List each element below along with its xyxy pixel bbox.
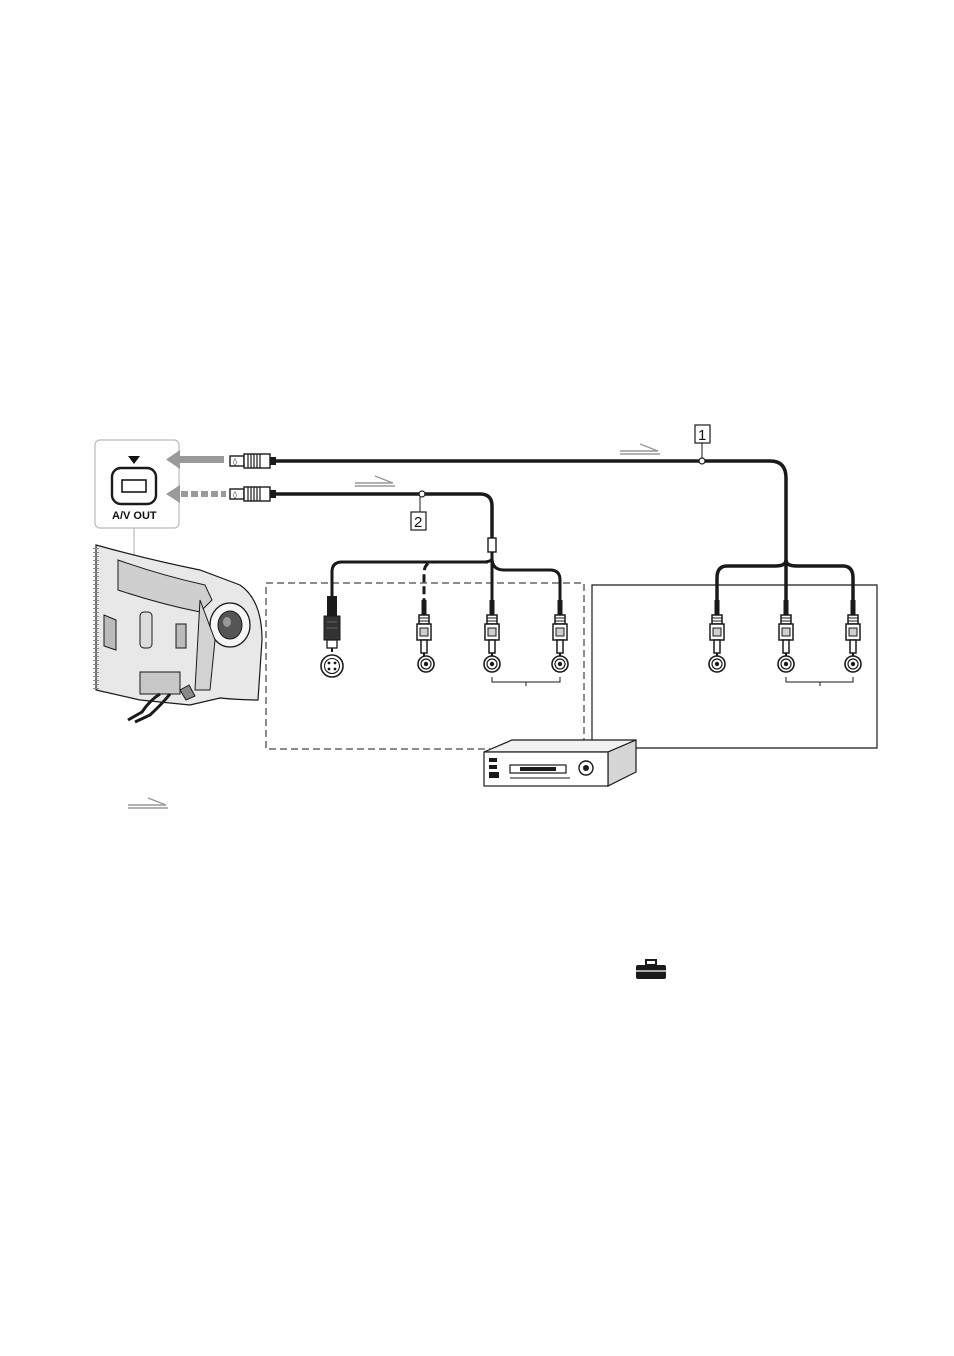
cable-2-branch-svideo (332, 552, 492, 600)
cable-2-number: 2 (414, 514, 422, 531)
rca-jack-icon (418, 656, 434, 672)
cable-1-number: 1 (698, 427, 706, 444)
cable-2-branch-video (424, 562, 488, 600)
rca-jack-icon (484, 656, 500, 672)
cable-2-junction (488, 538, 496, 552)
s-video-plug-icon (324, 596, 340, 652)
cable-1-branch-left (717, 560, 786, 600)
av-input-panel (592, 585, 877, 748)
rca-plug-icon (779, 600, 793, 659)
rca-jack-icon (709, 656, 725, 672)
rca-jack-icon (778, 656, 794, 672)
rca-plug-icon (846, 600, 860, 659)
signal-flow-arrow-icon (355, 476, 395, 486)
mini-plug-cable-2 (230, 487, 276, 501)
rca-plug-icon (485, 600, 499, 659)
mini-plug-cable-1 (230, 454, 276, 468)
cable-1 (276, 461, 786, 560)
cable-2 (276, 494, 492, 540)
av-out-label: A/V OUT (112, 510, 157, 522)
s-video-jack-icon (321, 655, 343, 677)
rca-plug-icon (417, 600, 431, 659)
cable-2-branch-audio-right (492, 558, 560, 600)
toolbox-icon (636, 960, 666, 979)
audio-bracket-right (786, 677, 853, 686)
camcorder-icon (96, 545, 262, 722)
audio-bracket-left (492, 677, 560, 686)
rca-jack-icon (552, 656, 568, 672)
rca-plug-icon (553, 600, 567, 659)
signal-flow-arrow-icon (128, 798, 168, 808)
signal-flow-arrow-icon (620, 444, 660, 454)
rca-jack-icon (845, 656, 861, 672)
cable-1-branch-right (786, 560, 853, 600)
vcr-icon (484, 740, 636, 786)
rca-plug-icon (710, 600, 724, 659)
